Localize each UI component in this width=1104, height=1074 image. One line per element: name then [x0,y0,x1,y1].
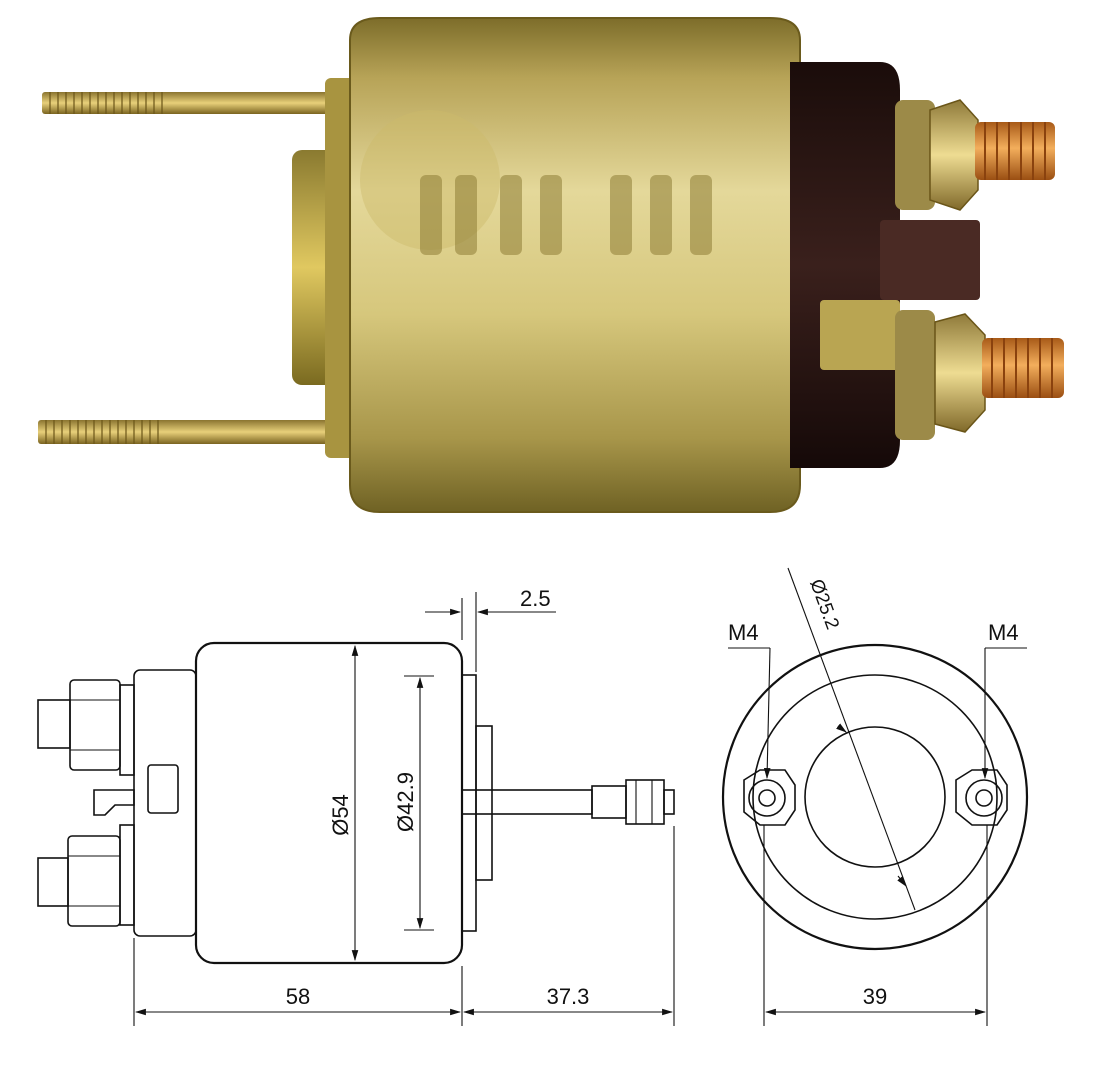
svg-text:37.3: 37.3 [547,984,590,1009]
dim-plunger-length: 37.3 [462,826,675,1026]
front-view: M4 M4 Ø25.2 39 [721,567,1029,1026]
terminal-bottom [895,310,1064,440]
side-view: Ø54 Ø42.9 2.5 58 37.3 [37,586,675,1026]
front-flange-circle [752,674,998,920]
dim-body-length: 58 [133,938,463,1026]
terminal-cap [790,62,980,468]
svg-text:M4: M4 [988,620,1019,645]
housing [349,17,801,513]
front-bore-circle [804,726,946,868]
mount-hole-right [955,769,1008,826]
svg-text:Ø25.2: Ø25.2 [805,577,842,633]
front-outer-circle [721,643,1029,951]
svg-text:39: 39 [863,984,887,1009]
side-plunger [461,779,675,825]
svg-text:58: 58 [286,984,310,1009]
dim-flange-diameter: Ø42.9 [393,675,434,931]
svg-text:Ø54: Ø54 [328,794,353,836]
mount-hole-left [743,769,796,826]
thread-label-right: M4 [981,620,1027,780]
dim-bore-diameter: Ø25.2 [787,567,916,911]
thread-label-left: M4 [728,620,771,780]
embossed-marking [420,175,712,255]
svg-text:Ø42.9: Ø42.9 [393,772,418,832]
mounting-stud-top [42,92,342,114]
side-cap [37,669,197,937]
mounting-stud-bottom [38,420,348,444]
dim-body-diameter: Ø54 [328,644,359,962]
svg-text:M4: M4 [728,620,759,645]
technical-drawing: Ø54 Ø42.9 2.5 58 37.3 [37,567,1029,1026]
terminal-top [895,99,1055,211]
dim-hole-spacing: 39 [763,825,988,1026]
dim-flange-thickness: 2.5 [425,586,556,672]
side-flange [461,674,477,932]
solenoid-photo [38,17,1064,513]
svg-text:2.5: 2.5 [520,586,551,611]
